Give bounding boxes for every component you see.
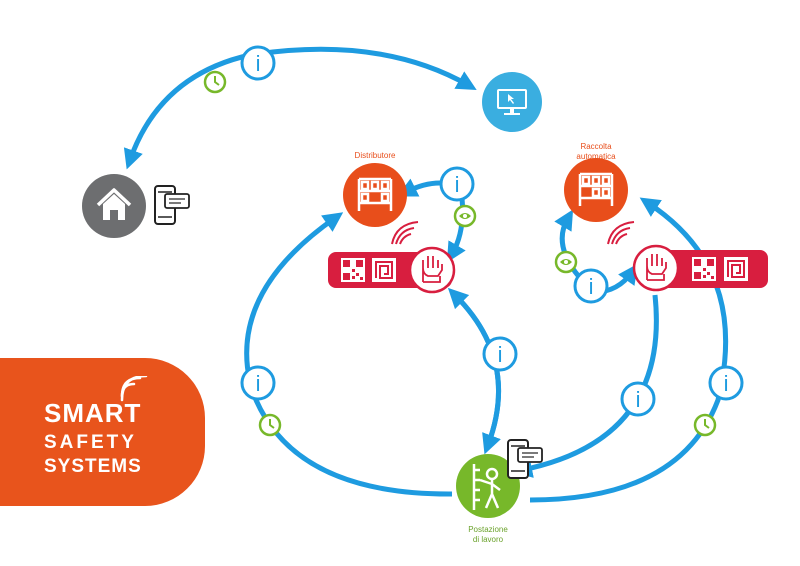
arrow-top-to-monitor <box>249 46 477 90</box>
info-icon[interactable]: i <box>620 381 656 417</box>
svg-text:i: i <box>455 172 460 197</box>
raccolta-label: Raccolta automatica <box>556 142 636 162</box>
smartphone-icon <box>154 185 190 225</box>
arrow-top-to-home <box>123 52 251 170</box>
reader-right[interactable] <box>632 244 768 292</box>
monitor-node[interactable] <box>482 72 542 132</box>
wifi-signal-icon <box>607 221 635 245</box>
eye-icon <box>453 204 477 228</box>
info-icon[interactable]: i <box>240 45 276 81</box>
rfid-chip-icon <box>724 257 748 281</box>
eye-icons <box>453 204 578 274</box>
info-icon[interactable]: i <box>439 166 475 202</box>
clock-icons <box>203 70 717 437</box>
glove-icon <box>422 256 443 283</box>
brand-logo: SMART SAFETY SYSTEMS <box>0 358 205 506</box>
postazione-label-line2: di lavoro <box>472 535 504 544</box>
distributore-label: Distributore <box>354 151 396 160</box>
home-node[interactable] <box>82 174 146 238</box>
raccolta-node[interactable] <box>564 158 628 222</box>
wifi-signal-icon <box>391 221 419 245</box>
signal-icon <box>120 376 148 402</box>
rfid-chip-icon <box>372 258 396 282</box>
arrow-info-to-reader <box>446 197 466 263</box>
qr-code-icon <box>692 257 716 281</box>
info-icon[interactable]: i <box>240 365 276 401</box>
glove-icon <box>646 254 667 281</box>
postazione-label-line1: Postazione <box>468 525 508 534</box>
reader-left[interactable] <box>328 246 456 294</box>
raccolta-label-line2: automatica <box>576 152 616 161</box>
arrow-postazione-to-reader <box>447 287 501 446</box>
svg-text:i: i <box>636 387 641 412</box>
info-icon[interactable]: i <box>573 268 609 304</box>
clock-icon <box>258 413 282 437</box>
svg-text:i: i <box>724 371 729 396</box>
brand-line-1: SMART <box>44 398 142 428</box>
postazione-node[interactable] <box>456 454 520 518</box>
clock-icon <box>693 413 717 437</box>
svg-text:i: i <box>589 274 594 299</box>
qr-code-icon <box>341 258 365 282</box>
arrow-outer-to-raccolta <box>529 197 729 503</box>
brand-line-2: SAFETY <box>44 432 137 453</box>
svg-text:i: i <box>498 342 503 367</box>
eye-icon <box>554 250 578 274</box>
clock-icon <box>203 70 227 94</box>
smartphone-icon <box>507 439 543 479</box>
info-circles: i i i i i i i <box>240 45 744 417</box>
arrow-info-to-raccolta <box>554 209 582 280</box>
raccolta-label-line1: Raccolta <box>580 142 612 151</box>
svg-text:i: i <box>256 51 261 76</box>
brand-line-3: SYSTEMS <box>44 456 142 477</box>
info-icon[interactable]: i <box>708 365 744 401</box>
postazione-label: Postazione di lavoro <box>448 525 528 545</box>
distributore-node[interactable] <box>343 163 407 227</box>
info-icon[interactable]: i <box>482 336 518 372</box>
svg-text:i: i <box>256 371 261 396</box>
